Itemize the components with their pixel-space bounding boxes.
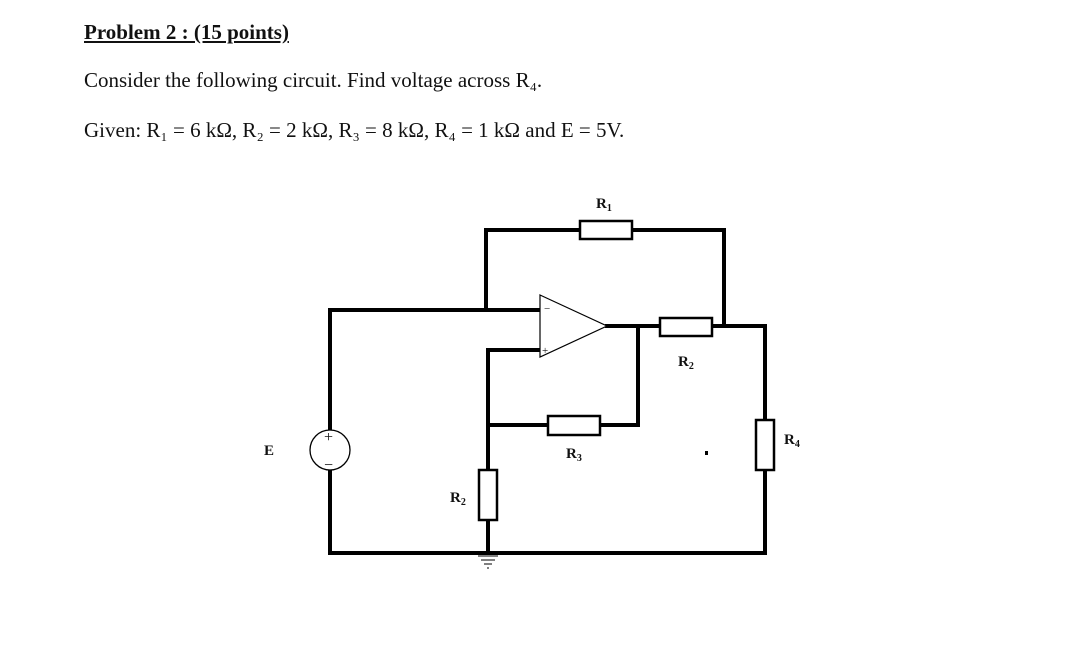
- problem-statement: Consider the following circuit. Find vol…: [84, 68, 543, 92]
- voltage-source: [309, 429, 351, 471]
- resistor-r1: [578, 219, 634, 241]
- wire-bottom-return: [328, 468, 767, 555]
- opamp-symbol: [539, 294, 609, 358]
- opamp-plus: +: [542, 345, 548, 357]
- label-r1: R1: [596, 196, 612, 214]
- resistor-r4: [754, 418, 776, 472]
- resistor-r3: [546, 414, 602, 437]
- label-r2-bottom: R2: [450, 490, 466, 508]
- wire-output-to-r3: [598, 324, 640, 427]
- resistor-r2-top: [658, 316, 714, 338]
- label-source-e: E: [264, 443, 274, 459]
- source-plus: +: [324, 429, 333, 446]
- stray-dot: [705, 451, 708, 455]
- source-minus: −: [324, 457, 333, 474]
- wire-source-to-inverting: [328, 308, 542, 432]
- label-r3: R3: [566, 446, 582, 464]
- ground-icon: [478, 555, 498, 569]
- wire-noninverting-node: [486, 348, 550, 472]
- given-values: Given: R₁ = 6 kΩ, R₂ = 2 kΩ, R₃ = 8 kΩ, …: [84, 118, 625, 142]
- resistor-r2-bottom: [477, 468, 499, 522]
- opamp-minus: −: [544, 303, 550, 315]
- problem-heading: Problem 2 : (15 points): [84, 20, 289, 44]
- label-r4: R4: [784, 432, 800, 450]
- label-r2-top: R2: [678, 354, 694, 372]
